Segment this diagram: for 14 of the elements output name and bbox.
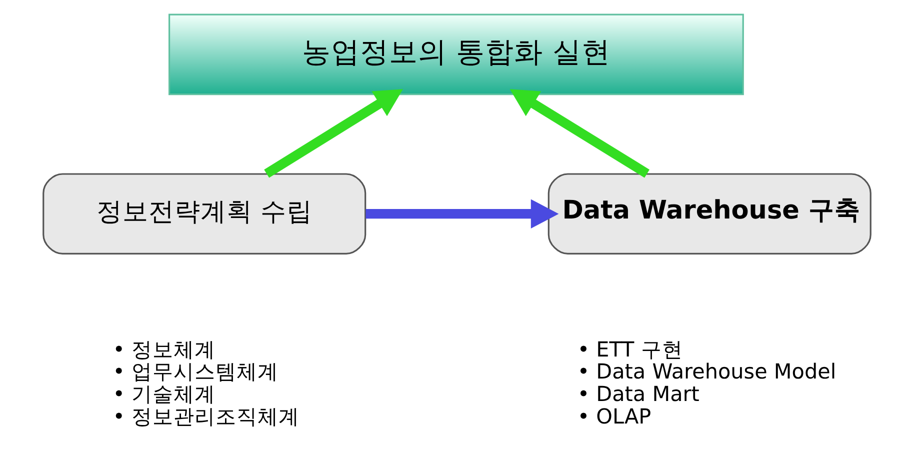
node-box: 농업정보의 통합화 실현 [168,14,744,96]
arrow [264,89,403,178]
node-label: • 업무시스템체계 [112,360,279,384]
node-label: • Data Warehouse Model [577,360,836,384]
node-label: • 정보체계 [112,337,216,362]
node-label: • 정보관리조직체계 [112,404,300,428]
node-box: Data Warehouse 구축 [548,173,872,254]
arrow [366,199,559,228]
node-label: • Data Mart [577,382,700,406]
node-label: • OLAP [577,404,652,428]
node-label: • 기술체계 [112,382,216,406]
node-box: 정보전략계획 수립 [42,173,366,254]
node-label: • ETT 구현 [577,337,683,362]
arrow [510,89,650,178]
